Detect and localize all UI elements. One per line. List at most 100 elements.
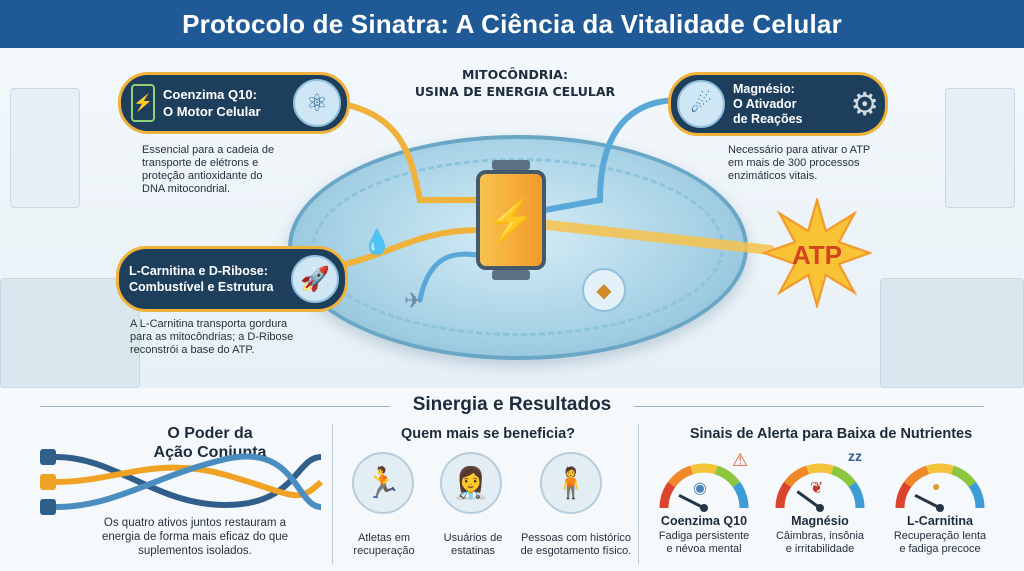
tube-atp bbox=[543, 220, 775, 255]
lab-window-left bbox=[10, 88, 80, 208]
beneficiary-athletes-line1: Atletas em bbox=[358, 532, 410, 544]
coq10-title-line1: Coenzima Q10: bbox=[163, 87, 257, 102]
magnesium-ball-icon: ☄ bbox=[677, 80, 725, 128]
alert-carnitine-text: Recuperação lenta e fadiga precoce bbox=[884, 530, 996, 556]
gauge-segment bbox=[848, 481, 865, 509]
gauge-segment bbox=[775, 481, 792, 509]
power-text-line1: Os quatro ativos juntos restauram a bbox=[103, 517, 287, 529]
coq10-description: Essencial para a cadeia de transporte de… bbox=[142, 144, 322, 196]
divider-1 bbox=[332, 424, 333, 564]
beneficiary-exhaustion-line2: de esgotamento físico. bbox=[520, 545, 632, 557]
molecule-icon: ⚛ bbox=[293, 79, 341, 127]
rocket-icon: 🚀 bbox=[291, 255, 339, 303]
alert-coq10-line1: Fadiga persistente bbox=[658, 530, 750, 542]
alert-magnesium-text: Câimbras, insônia e irritabilidade bbox=[764, 530, 876, 556]
lab-shelf-left bbox=[0, 278, 140, 388]
lab-window-right bbox=[945, 88, 1015, 208]
ribose-cubes-icon: ◆ bbox=[582, 268, 626, 312]
gauge-needle bbox=[678, 493, 705, 510]
muscle-icon: ❦ bbox=[810, 480, 824, 497]
carnitine-pill: L-Carnitina e D-Ribose: Combustível e Es… bbox=[116, 246, 348, 312]
braided-cables-icon bbox=[40, 449, 324, 515]
carnitine-title-line2: Combustível e Estrutura bbox=[129, 280, 274, 294]
magnesium-desc-line3: enzimáticos vitais. bbox=[728, 170, 818, 182]
alert-carnitine-line1: Recuperação lenta bbox=[893, 530, 987, 542]
carnitine-desc-line2: para as mitocôndrias; a D-Ribose bbox=[130, 331, 294, 343]
coq10-desc-line1: Essencial para a cadeia de bbox=[142, 144, 275, 156]
coq10-title-line2: O Motor Celular bbox=[163, 104, 261, 119]
gauge-needle bbox=[914, 493, 941, 510]
atp-starburst bbox=[762, 198, 872, 308]
header-bar: Protocolo de Sinatra: A Ciência da Vital… bbox=[0, 0, 1024, 48]
doctor-icon: 👩‍⚕ bbox=[440, 452, 502, 514]
gear-icon: ⚙ bbox=[850, 86, 879, 122]
beneficiary-statins-line1: Usuários de bbox=[443, 532, 503, 544]
coq10-pill: ⚡ Coenzima Q10: O Motor Celular ⚛ bbox=[118, 72, 350, 134]
battery-icon: ⚡ bbox=[131, 84, 155, 122]
brain-icon: ◉ bbox=[693, 480, 707, 497]
gauge-hub bbox=[700, 504, 708, 512]
carnitine-desc-line3: reconstrói a base do ATP. bbox=[130, 344, 255, 356]
gauge-segment bbox=[732, 481, 749, 509]
alert-magnesium-name: Magnésio bbox=[791, 514, 849, 528]
alert-coq10-text: Fadiga persistente e névoa mental bbox=[648, 530, 760, 556]
coq10-desc-line2: transporte de elétrons e bbox=[142, 157, 259, 169]
section-rule-left bbox=[40, 406, 390, 407]
alert-magnesium-line2: e irritabilidade bbox=[785, 543, 855, 555]
energy-battery: ⚡ bbox=[476, 160, 546, 280]
gauge-hub bbox=[816, 504, 824, 512]
section-rule-right bbox=[634, 406, 984, 407]
carnitine-title-line1: L-Carnitina e D-Ribose: bbox=[129, 264, 268, 278]
magnesium-title: Magnésio: O Ativador de Reações bbox=[733, 82, 846, 127]
mitochondria-label-line2: USINA DE ENERGIA CELULAR bbox=[414, 84, 616, 99]
carnitine-description: A L-Carnitina transporta gordura para as… bbox=[130, 318, 340, 357]
drop-icon: ● bbox=[932, 478, 941, 494]
beneficiary-statins-line2: estatinas bbox=[450, 545, 496, 557]
coq10-desc-line3: proteção antioxidante do bbox=[142, 170, 263, 182]
alert-magnesium-line1: Câimbras, insônia bbox=[775, 530, 865, 542]
alert-coq10-line2: e névoa mental bbox=[666, 543, 742, 555]
alert-carnitine-line2: e fadiga precoce bbox=[899, 543, 981, 555]
gauge-magnesium bbox=[775, 463, 865, 512]
gauge-segment bbox=[830, 465, 857, 488]
tired-person-icon: 🧍 bbox=[540, 452, 602, 514]
carnitine-desc-line1: A L-Carnitina transporta gordura bbox=[130, 318, 288, 330]
gauge-needle bbox=[796, 490, 821, 510]
synergy-title: Sinergia e Resultados bbox=[412, 394, 612, 415]
tube-magnesium bbox=[542, 97, 683, 213]
athlete-icon: 🏃 bbox=[352, 452, 414, 514]
gauge-carnitine bbox=[895, 463, 985, 512]
divider-2 bbox=[638, 424, 639, 564]
magnesium-description: Necessário para ativar o ATP em mais de … bbox=[728, 144, 908, 183]
gauge-segment bbox=[926, 463, 954, 475]
gauge-segment bbox=[659, 481, 676, 509]
power-text-line2: energia de forma mais eficaz do que bbox=[101, 531, 289, 543]
magnesium-title-line3: de Reações bbox=[733, 111, 803, 126]
power-text-line3: suplementos isolados. bbox=[138, 545, 252, 557]
gauge-segment bbox=[806, 463, 834, 475]
warning-icon: ⚠ bbox=[732, 450, 749, 470]
gauge-segment bbox=[968, 481, 985, 509]
carnitine-title: L-Carnitina e D-Ribose: Combustível e Es… bbox=[129, 263, 291, 295]
gauge-segment bbox=[903, 465, 930, 488]
magnesium-desc-line1: Necessário para ativar o ATP bbox=[728, 144, 871, 156]
beneficiary-statins: Usuários de estatinas bbox=[428, 532, 518, 558]
coq10-desc-line4: DNA mitocondrial. bbox=[142, 183, 231, 195]
mitochondria-label: MITOCÔNDRIA: USINA DE ENERGIA CELULAR bbox=[400, 66, 630, 100]
lab-shelf-right bbox=[880, 278, 1024, 388]
magnesium-title-line2: O Ativador bbox=[733, 96, 797, 111]
oil-drop-icon: 💧 bbox=[362, 229, 392, 256]
atp-label: ATP bbox=[791, 240, 843, 270]
lightning-bolt-icon: ⚡ bbox=[486, 198, 536, 243]
mitochondria-label-line1: MITOCÔNDRIA: bbox=[461, 67, 569, 82]
gauge-coq10 bbox=[659, 463, 749, 512]
beneficiary-exhaustion: Pessoas com histórico de esgotamento fís… bbox=[516, 532, 636, 558]
gauge-segment bbox=[714, 465, 741, 488]
beneficiary-exhaustion-line1: Pessoas com histórico bbox=[520, 532, 632, 544]
gauge-segment bbox=[667, 465, 694, 488]
gauge-segment bbox=[895, 481, 912, 509]
power-text: Os quatro ativos juntos restauram a ener… bbox=[70, 516, 320, 558]
beneficiaries-title: Quem mais se beneficia? bbox=[400, 426, 576, 442]
gauge-hub bbox=[936, 504, 944, 512]
beneficiary-athletes: Atletas em recuperação bbox=[344, 532, 424, 558]
